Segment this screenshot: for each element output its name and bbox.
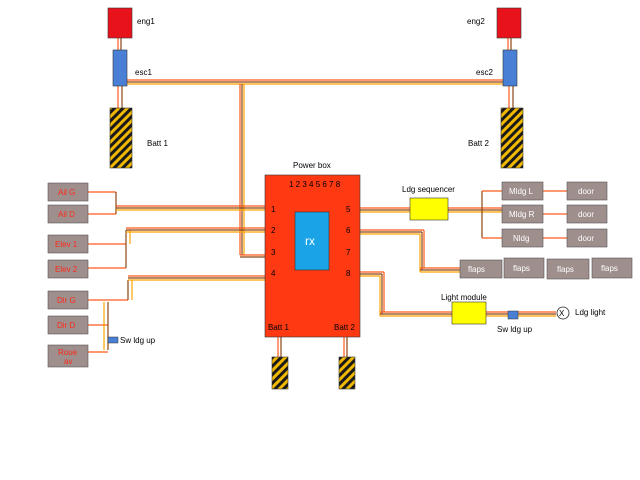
port-2: 2 <box>271 226 276 235</box>
switch-ldg-up-left-label: Sw ldg up <box>120 336 156 345</box>
door-1-label: door <box>578 187 594 196</box>
wire-eng2-esc2 <box>507 38 514 108</box>
port-6: 6 <box>346 226 351 235</box>
esc-2-label: esc2 <box>476 68 493 77</box>
engine-1 <box>107 7 133 39</box>
wires <box>88 38 567 357</box>
port-4: 4 <box>271 269 276 278</box>
wire-dir-port4 <box>88 275 265 353</box>
door-3: door <box>566 228 608 248</box>
servo-dir-d-label: Dir D <box>57 321 75 330</box>
servo-ail-d-label: Ail D <box>58 210 75 219</box>
switch-ldg-up-right <box>507 310 519 320</box>
wire-esc-bus <box>126 79 506 258</box>
ldg-sequencer <box>409 197 449 221</box>
wire-port8-light <box>360 271 556 317</box>
light-module <box>451 301 487 325</box>
power-box-battery-2 <box>338 356 356 390</box>
switch-ldg-up-left <box>107 336 119 344</box>
wire-port6-flaps <box>360 229 460 273</box>
switch-ldg-up-right-label: Sw ldg up <box>497 325 533 334</box>
door-1: door <box>566 181 608 201</box>
engine-2 <box>496 7 522 39</box>
gear-mldg-l: Mldg L <box>501 181 544 201</box>
port-3: 3 <box>271 248 276 257</box>
gear-nldg-label: Nldg <box>513 234 529 243</box>
power-box-channels: 1 2 3 4 5 6 7 8 <box>289 180 341 189</box>
power-box-title: Power box <box>293 161 331 170</box>
servo-elev-1: Elev 1 <box>47 234 89 254</box>
servo-dir-g: Dir G <box>47 290 89 310</box>
esc-1 <box>112 49 128 87</box>
flaps-3: flaps <box>546 258 590 280</box>
gear-mldg-l-label: Mldg L <box>509 187 534 196</box>
light-module-label: Light module <box>441 293 487 302</box>
esc-2 <box>502 49 518 87</box>
servo-ail-g-label: Ail G <box>58 188 75 197</box>
power-box-batt-right: Batt 2 <box>334 323 355 332</box>
gear-mldg-r: Mldg R <box>501 204 544 224</box>
flaps-2-label: flaps <box>513 264 530 273</box>
servo-dir-g-label: Dir G <box>57 296 76 305</box>
battery-1 <box>109 107 133 169</box>
port-1: 1 <box>271 205 276 214</box>
landing-light-icon <box>556 306 570 320</box>
flaps-1-label: flaps <box>468 265 485 274</box>
port-7: 7 <box>346 248 351 257</box>
engine-1-label: eng1 <box>137 17 155 26</box>
flaps-4: flaps <box>591 257 633 279</box>
flaps-2: flaps <box>503 257 545 279</box>
servo-elev-2-label: Elev 2 <box>55 265 78 274</box>
esc-1-label: esc1 <box>135 68 152 77</box>
receiver <box>294 211 330 271</box>
door-2: door <box>566 204 608 224</box>
servo-elev-1-label: Elev 1 <box>55 240 78 249</box>
servo-ail-d: Ail D <box>47 204 89 224</box>
wire-eng1-esc1 <box>117 38 123 108</box>
power-box-battery-1 <box>271 356 289 390</box>
ldg-sequencer-label: Ldg sequencer <box>402 185 455 194</box>
wire-elev-port2 <box>88 227 265 269</box>
wire-port5-sequencer <box>360 190 567 239</box>
servo-dir-d: Dir D <box>47 315 89 335</box>
landing-light-symbol: X <box>559 309 565 318</box>
gear-nldg: Nldg <box>501 228 544 248</box>
flaps-3-label: flaps <box>557 265 574 274</box>
engine-2-label: eng2 <box>467 17 485 26</box>
door-2-label: door <box>578 210 594 219</box>
battery-1-label: Batt 1 <box>147 139 168 148</box>
receiver-label: rx <box>305 234 315 248</box>
gear-mldg-r-label: Mldg R <box>509 210 535 219</box>
servo-roue-av-label-2: av <box>64 357 72 366</box>
door-3-label: door <box>578 234 594 243</box>
servo-roue-av-label: Roue <box>58 348 78 357</box>
port-8: 8 <box>346 269 351 278</box>
wire-ail-port1 <box>88 191 265 215</box>
landing-light-label: Ldg light <box>575 308 606 317</box>
servo-ail-g: Ail G <box>47 182 89 202</box>
port-5: 5 <box>346 205 351 214</box>
servo-roue-av: Roue av <box>47 344 89 368</box>
battery-2-label: Batt 2 <box>468 139 489 148</box>
servo-elev-2: Elev 2 <box>47 259 89 279</box>
wire-powerbox-batteries <box>277 336 348 357</box>
flaps-4-label: flaps <box>601 264 618 273</box>
flaps-1: flaps <box>459 259 503 279</box>
power-box-batt-left: Batt 1 <box>268 323 289 332</box>
battery-2 <box>500 107 524 169</box>
